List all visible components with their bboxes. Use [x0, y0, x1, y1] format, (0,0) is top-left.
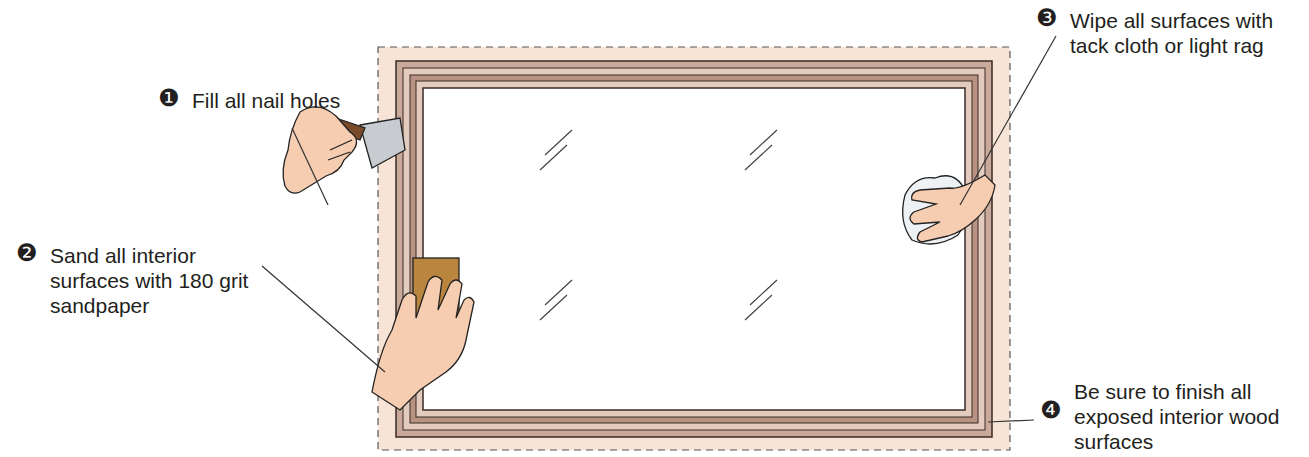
rag-hand	[903, 175, 995, 244]
step-text: Sand all interior surfaces with 180 grit…	[50, 243, 265, 318]
glass-marks	[540, 130, 777, 320]
sanding-hand	[372, 258, 474, 410]
step-text: Wipe all surfaces with tack cloth or lig…	[1070, 8, 1290, 58]
leader-line	[262, 266, 385, 372]
leader-lines	[262, 36, 1056, 422]
trim-band	[403, 68, 985, 430]
glass	[423, 88, 965, 410]
callout-number: ❷	[16, 241, 38, 266]
step-text: Fill all nail holes	[192, 88, 340, 113]
trim-band	[416, 81, 972, 417]
wall-area	[378, 47, 1010, 450]
callout-number: ❸	[1036, 6, 1058, 31]
leader-line	[292, 128, 328, 205]
callout-number: ❹	[1040, 398, 1062, 423]
leader-line	[960, 36, 1056, 205]
trim-band	[410, 75, 978, 423]
step-text: Be sure to finish all exposed interior w…	[1074, 379, 1302, 454]
leader-line	[988, 420, 1034, 422]
putty-knife-hand	[283, 107, 405, 193]
trim-outer	[396, 61, 992, 437]
callout-number: ❶	[158, 86, 180, 111]
